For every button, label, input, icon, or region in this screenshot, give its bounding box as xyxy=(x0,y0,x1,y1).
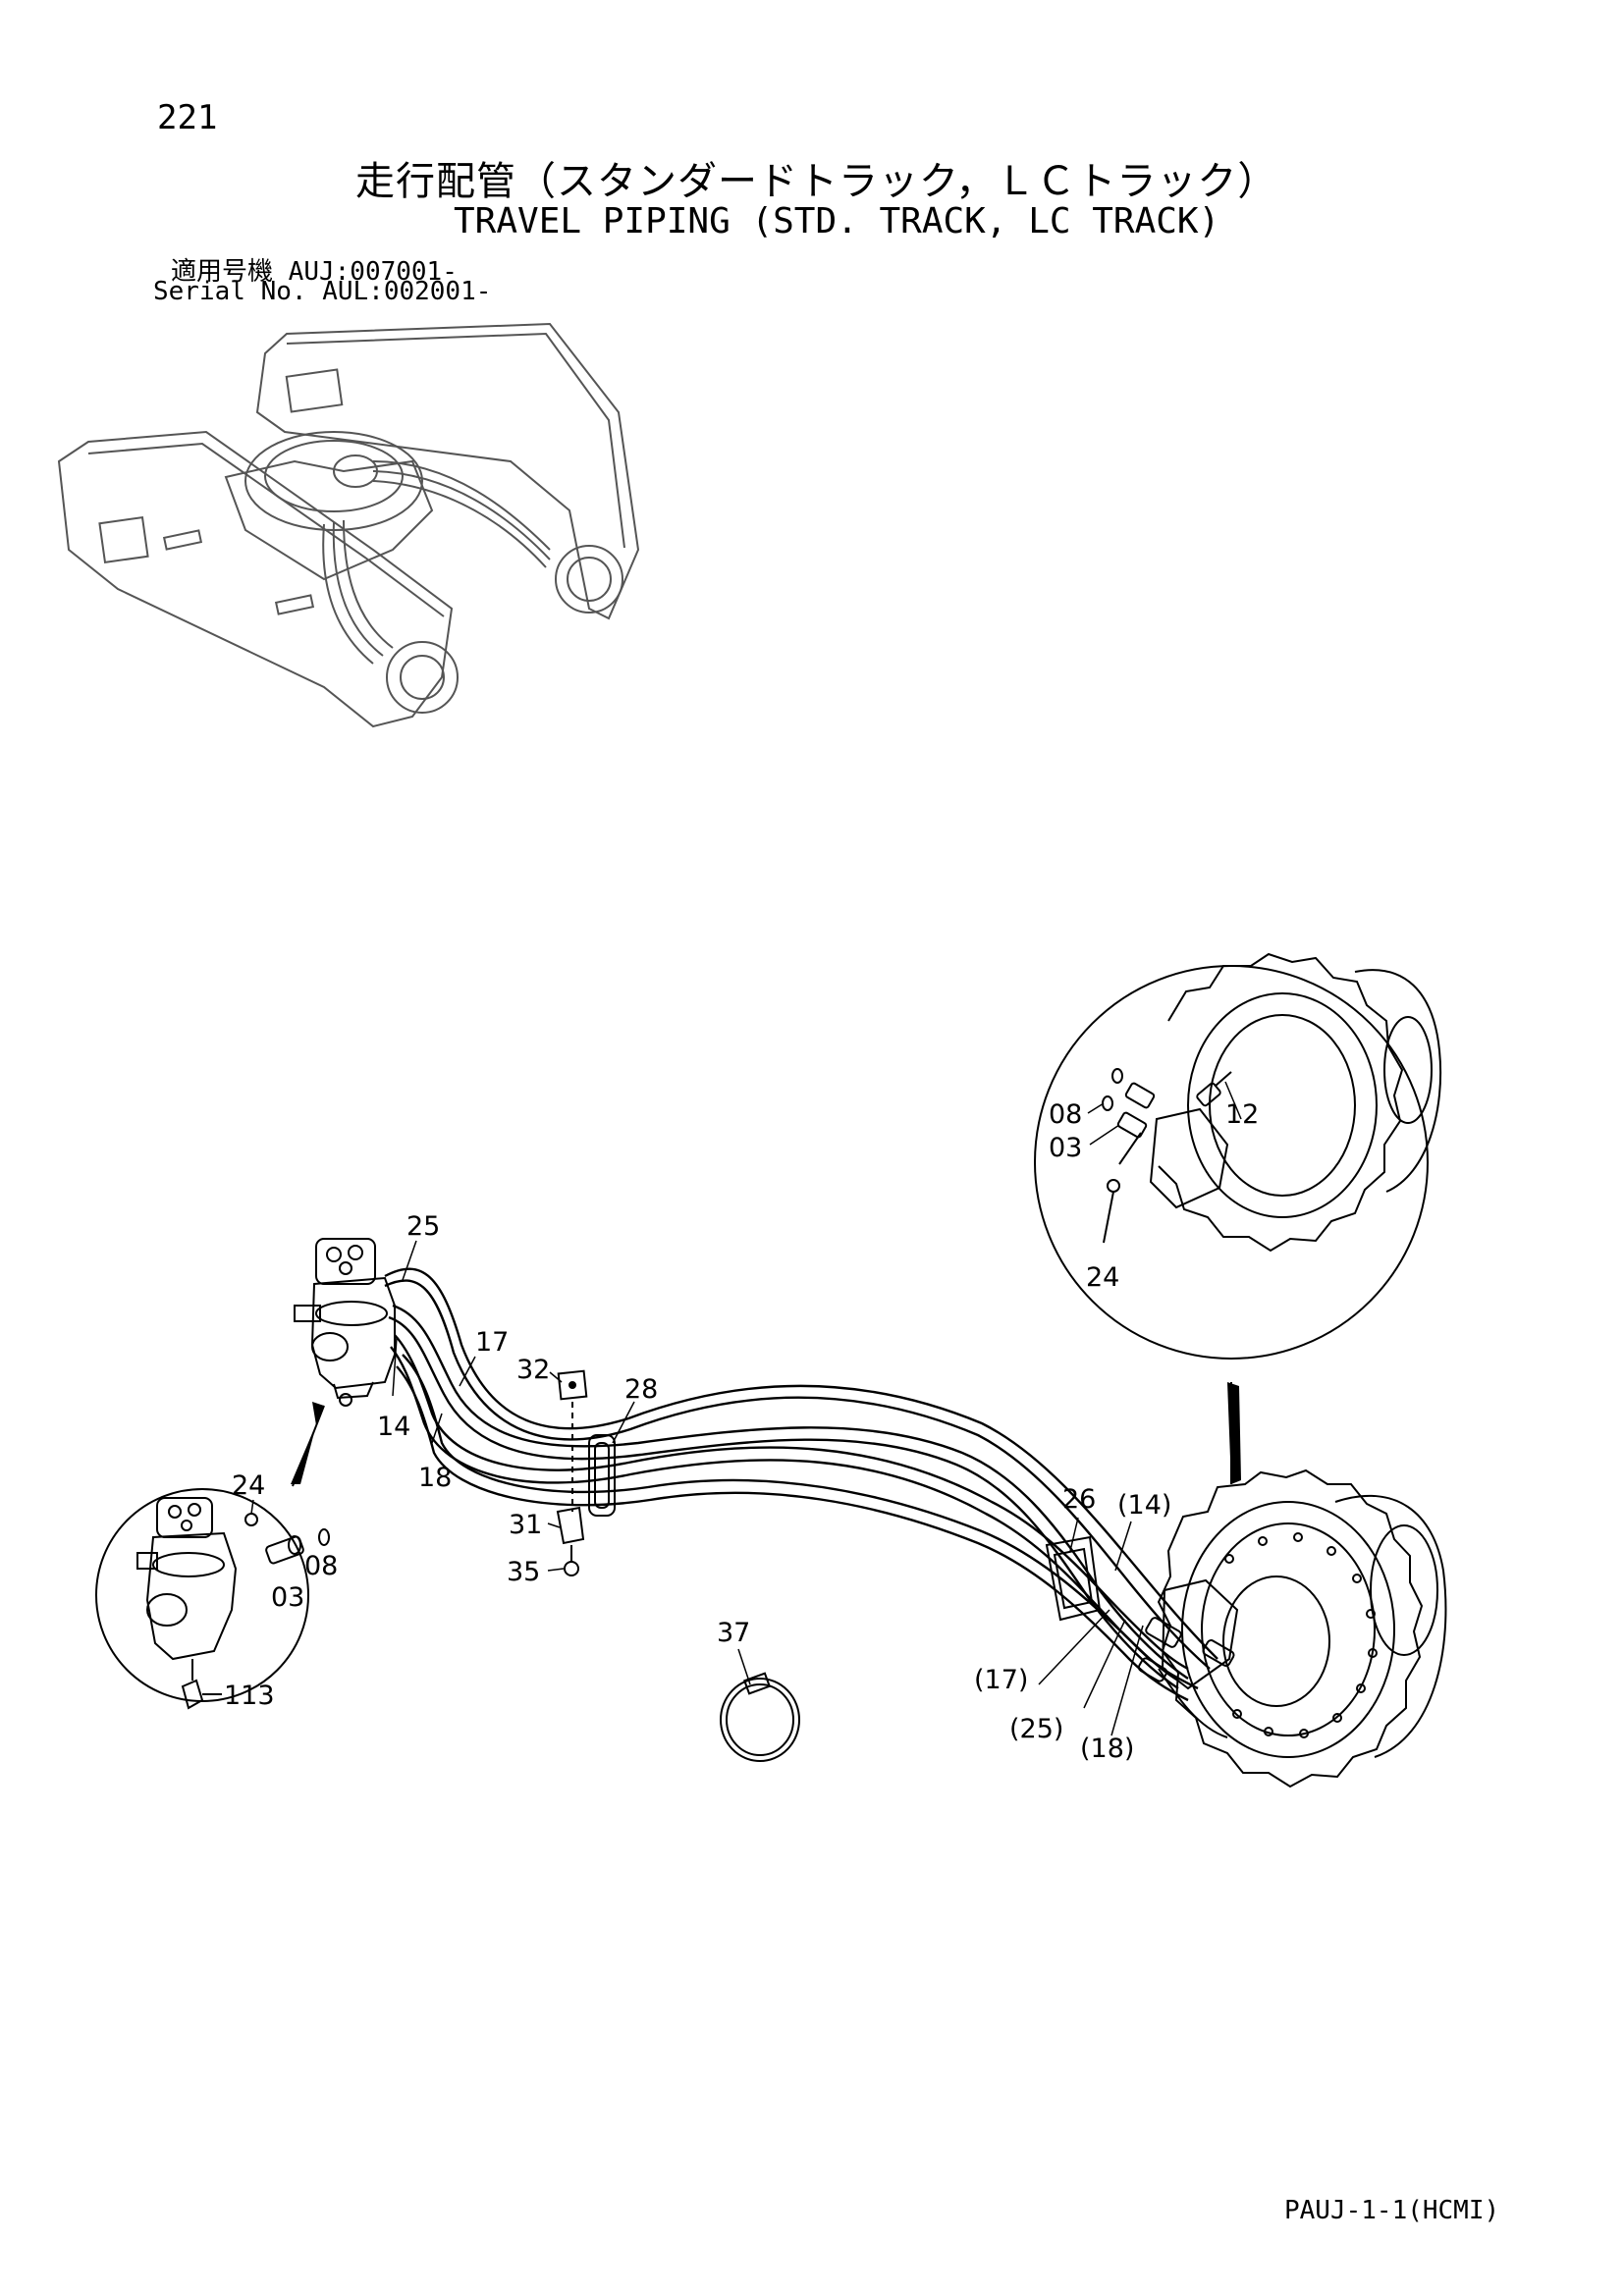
serial-line-english: Serial No. AUL:002001- xyxy=(153,277,491,306)
serial-jp-value: AUJ:007001- xyxy=(288,257,458,287)
band-37 xyxy=(720,1672,800,1762)
serial-line-japanese: 適用号機 AUJ:007001- xyxy=(171,251,458,288)
left-drive-sprocket xyxy=(386,641,459,714)
hose-guide-26 xyxy=(1045,1535,1102,1622)
callout-25-paren: (25) xyxy=(1009,1714,1063,1744)
right-track-inner xyxy=(286,332,625,549)
serial-jp-label: 適用号機 xyxy=(171,257,274,287)
right-drive-sprocket xyxy=(555,545,623,614)
clamp-31 xyxy=(556,1506,585,1545)
detail-callout-24-left: 24 xyxy=(232,1470,265,1501)
callout-31: 31 xyxy=(509,1510,542,1540)
detail-orings-08 xyxy=(1102,1068,1123,1111)
swing-bearing-outer xyxy=(244,431,423,531)
swing-bearing-inner xyxy=(264,440,404,512)
detail-circle-right xyxy=(1034,965,1429,1360)
elbow-03 xyxy=(265,1535,304,1565)
callout-32: 32 xyxy=(516,1355,550,1385)
travel-motor-main xyxy=(1137,1468,1447,1789)
detail-travel-motor xyxy=(1034,952,1442,1484)
detail-callout-08-left: 08 xyxy=(304,1551,338,1581)
callout-26: 26 xyxy=(1062,1484,1096,1515)
plug-12 xyxy=(1196,1071,1232,1107)
left-track-slot-2 xyxy=(274,594,315,615)
detail-callout-24-right: 24 xyxy=(1086,1262,1119,1293)
left-track-block xyxy=(98,516,149,563)
hose-clamp-28 xyxy=(588,1434,616,1517)
motor-port-block xyxy=(1161,1578,1239,1690)
oring-08 xyxy=(318,1528,330,1546)
page-title-english: TRAVEL PIPING (STD. TRACK, LC TRACK) xyxy=(454,201,1220,241)
detail-arrow-left xyxy=(291,1402,324,1484)
hose-bundle xyxy=(384,1267,1218,1702)
motor-bolt-circle xyxy=(1224,1532,1378,1738)
page-title-japanese: 走行配管（スタンダードトラック，ＬＣトラック） xyxy=(355,159,1278,204)
detail-callout-113: 113 xyxy=(224,1681,275,1711)
left-track-frame xyxy=(57,430,454,728)
bolt-35 xyxy=(564,1545,579,1576)
right-track-block xyxy=(285,368,344,413)
callout-labels: 25 17 32 28 14 18 31 35 37 26 (14) (17) … xyxy=(224,1099,1259,1764)
right-track-frame xyxy=(255,322,640,620)
clamp-plate-32 xyxy=(557,1369,588,1512)
callout-28: 28 xyxy=(624,1374,658,1405)
page-number: 221 xyxy=(157,98,218,137)
detail-center-joint xyxy=(95,1402,330,1710)
overview-hoses-left xyxy=(322,519,394,665)
center-joint-main xyxy=(294,1238,396,1407)
detail-fittings-03 xyxy=(1116,1082,1156,1139)
hose-25 xyxy=(384,1267,1218,1660)
callout-18-paren: (18) xyxy=(1080,1734,1134,1764)
serial-en-label: Serial No. xyxy=(153,277,307,306)
leader-lines xyxy=(250,1081,1242,1736)
callout-17: 17 xyxy=(475,1327,509,1358)
left-track-slot-1 xyxy=(162,529,203,551)
undercarriage-overview xyxy=(57,322,640,728)
callout-37: 37 xyxy=(717,1618,750,1648)
detail-callout-03-left: 03 xyxy=(271,1582,304,1613)
callout-18: 18 xyxy=(418,1463,452,1493)
plug-24 xyxy=(244,1513,258,1526)
callout-14: 14 xyxy=(377,1412,410,1442)
detail-port-block xyxy=(1149,1107,1229,1209)
hose-18 xyxy=(402,1354,1199,1690)
detail-arrow-right xyxy=(1227,1382,1241,1484)
detail-callout-08-right: 08 xyxy=(1049,1099,1082,1130)
center-joint-top xyxy=(315,1238,376,1285)
center-joint-lower xyxy=(333,1381,374,1400)
hose-14 xyxy=(394,1334,1189,1671)
motor-housing xyxy=(1334,1494,1447,1758)
detail-plug-24 xyxy=(1107,1179,1120,1193)
detail-callout-03-right: 03 xyxy=(1049,1133,1082,1163)
overview-hoses-right xyxy=(372,460,551,568)
fitting-113 xyxy=(181,1659,222,1710)
page-footer-code: PAUJ-1-1(HCMI) xyxy=(1284,2196,1500,2225)
serial-en-value: AUL:002001- xyxy=(322,277,492,306)
motor-fittings xyxy=(1137,1617,1235,1682)
callout-14-paren: (14) xyxy=(1117,1490,1171,1521)
callout-35: 35 xyxy=(507,1557,540,1587)
detail-callout-12: 12 xyxy=(1225,1099,1259,1130)
center-frame xyxy=(224,459,434,581)
sprocket-teeth xyxy=(1157,1468,1424,1789)
callout-17-paren: (17) xyxy=(974,1665,1028,1695)
callout-25: 25 xyxy=(406,1211,440,1242)
